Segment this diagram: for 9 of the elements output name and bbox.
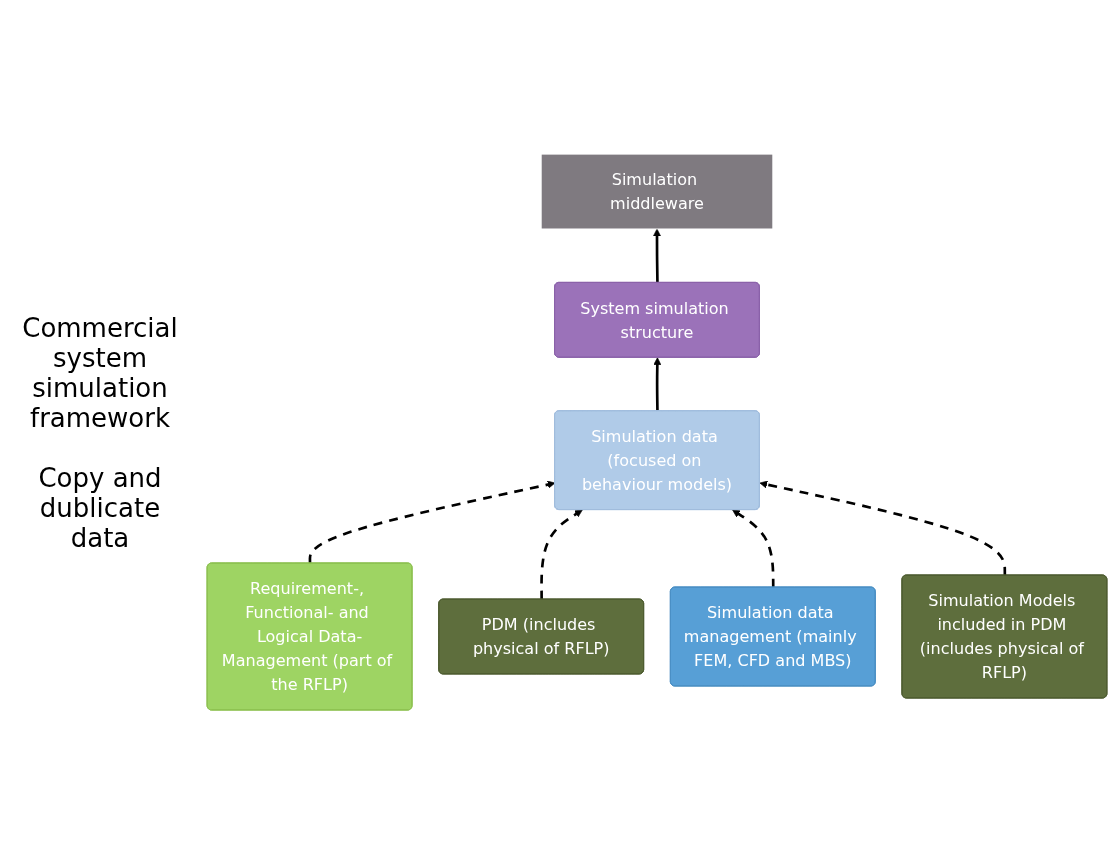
arrow xyxy=(732,510,775,588)
note-text: Commercial system simulation framework xyxy=(21,312,179,433)
node-box: Simulation middleware xyxy=(540,154,774,230)
arrow xyxy=(540,510,583,600)
arrow xyxy=(308,481,556,564)
arrow xyxy=(653,357,662,412)
note-text: Copy and dublicate data xyxy=(37,462,163,553)
arrow xyxy=(653,229,661,284)
arrow xyxy=(759,481,1007,576)
